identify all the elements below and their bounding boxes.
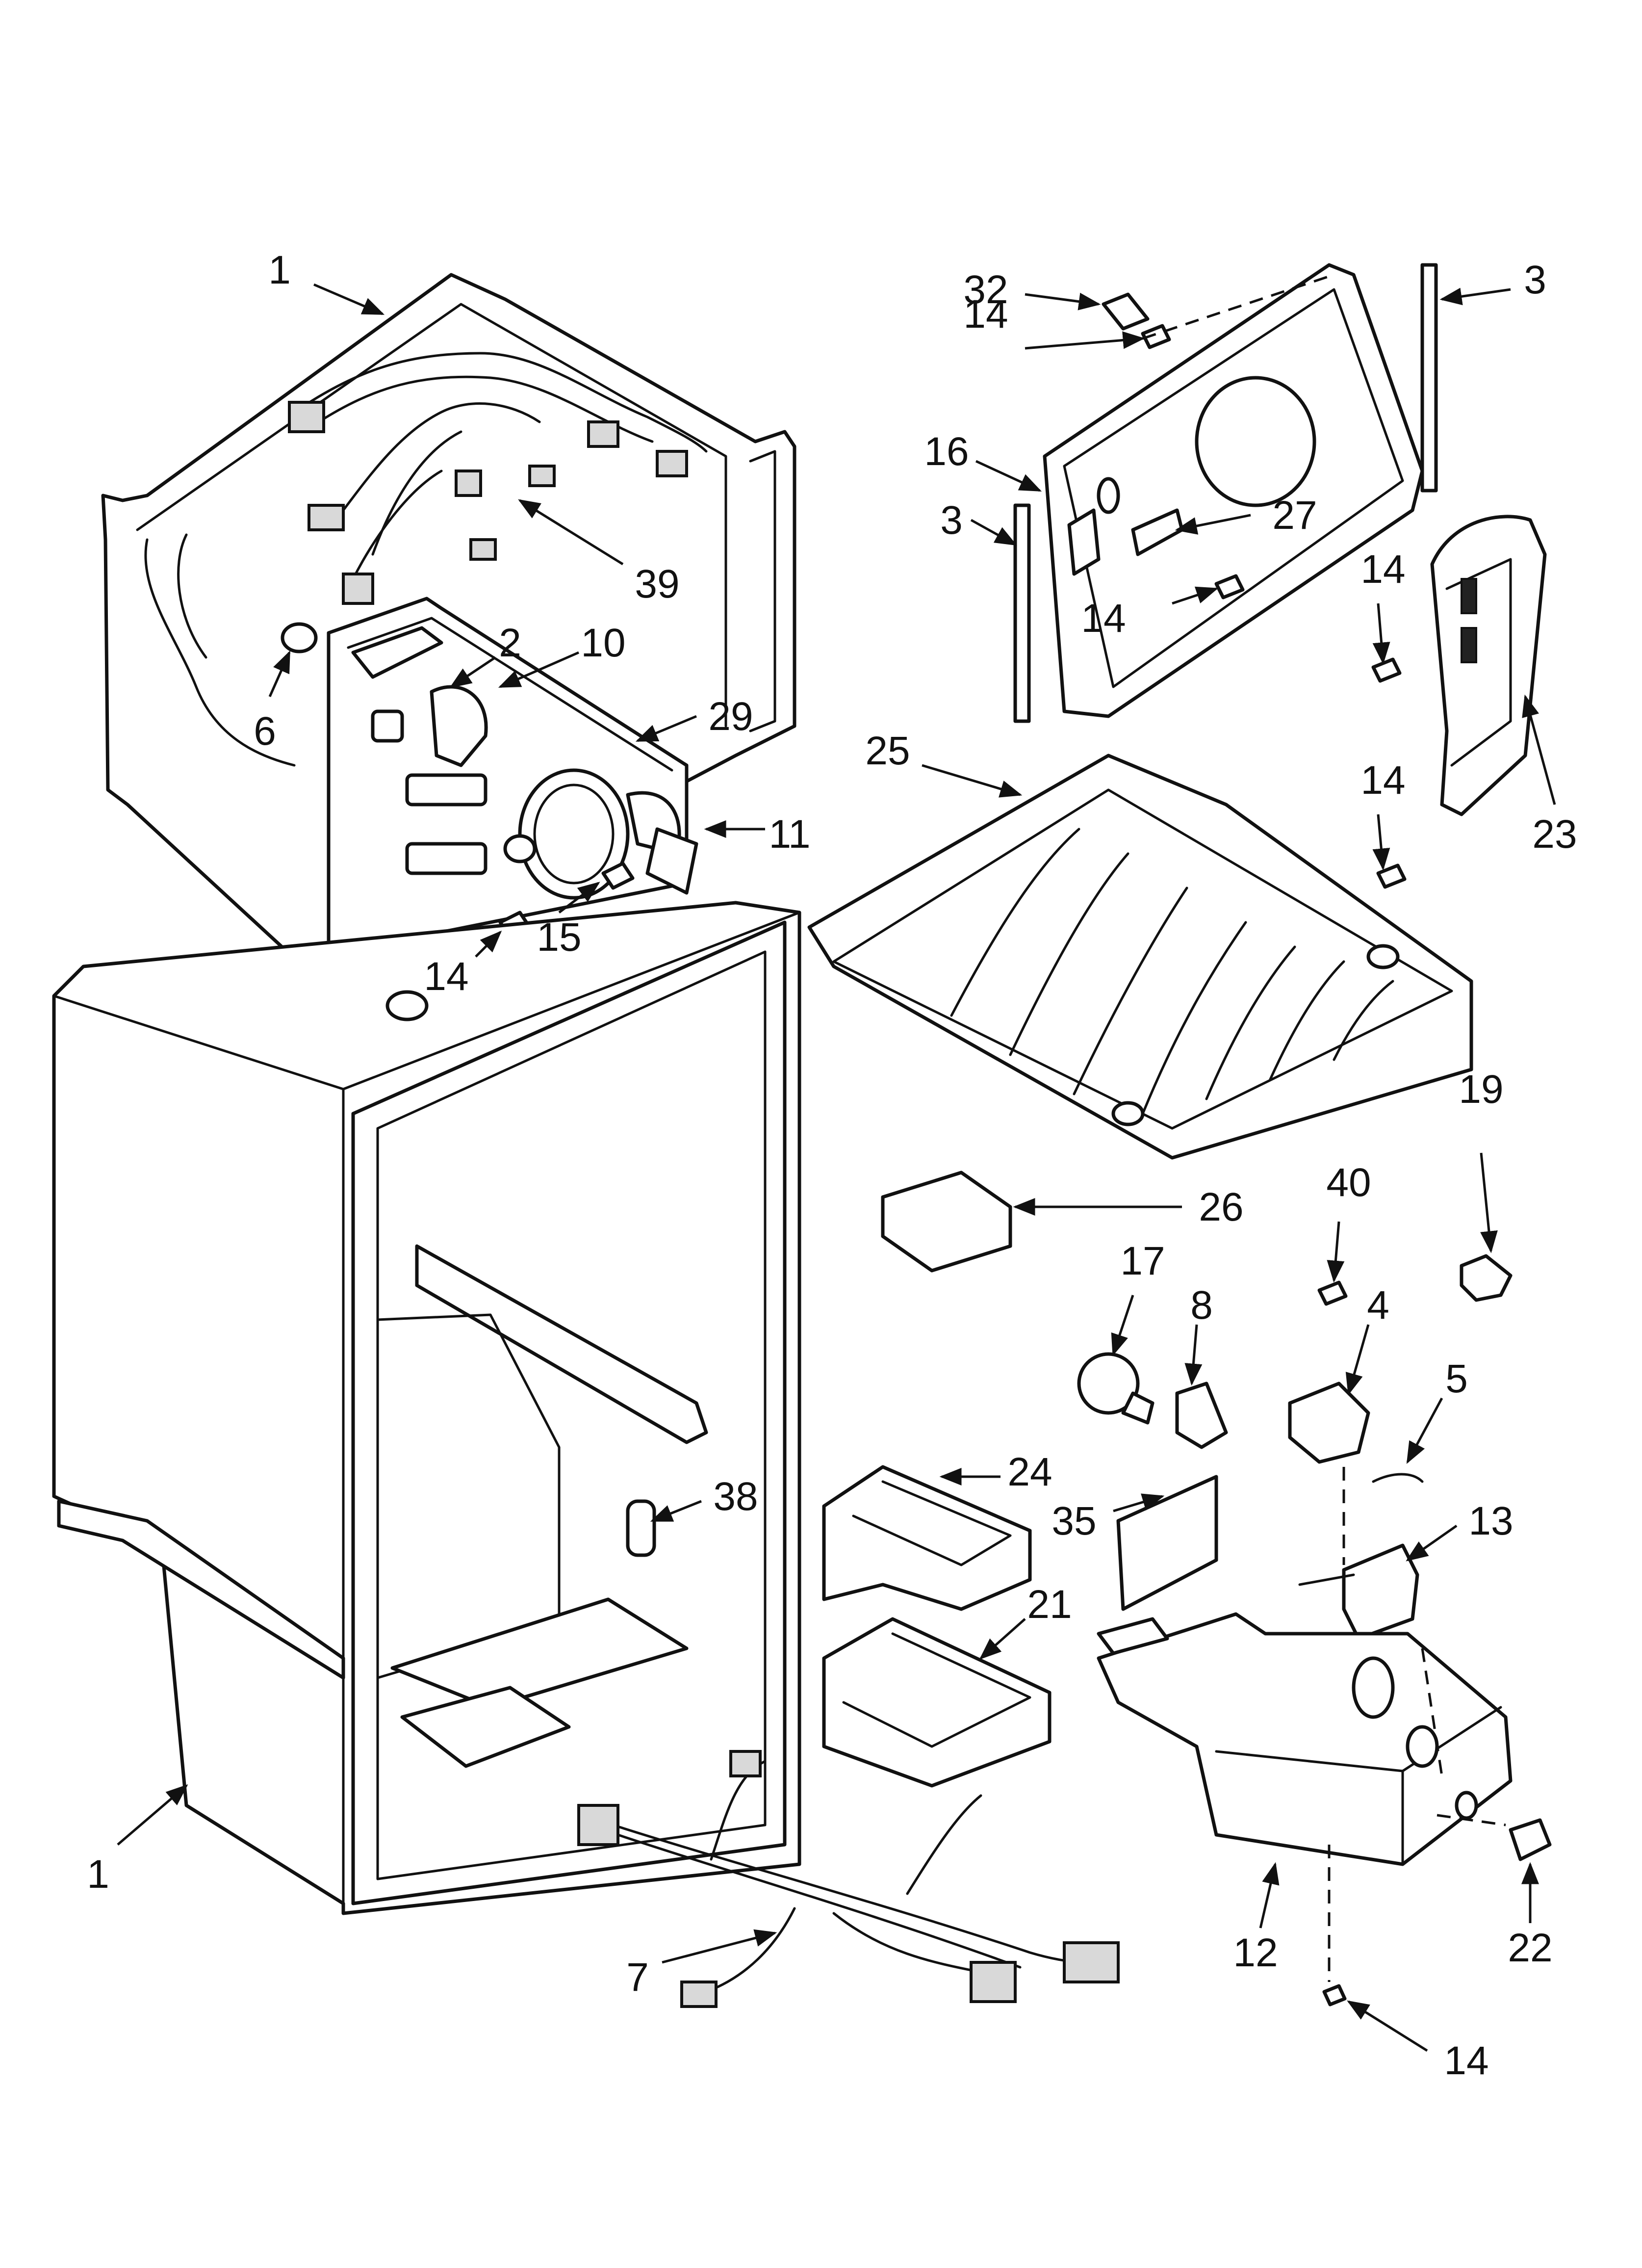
upper-wire-harness-part-39 xyxy=(288,352,708,605)
leader-lines xyxy=(117,283,1556,2052)
freezer-shelf-part-25 xyxy=(807,754,1473,1160)
callout-35: 35 xyxy=(1052,1499,1097,1543)
callout-11: 11 xyxy=(769,812,811,857)
callout-23: 23 xyxy=(1532,812,1577,857)
screw-part-14-bottom xyxy=(1322,1984,1347,2007)
callout-12: 12 xyxy=(1233,1930,1278,1975)
control-part-13 xyxy=(1342,1543,1419,1641)
callout-4: 4 xyxy=(1367,1283,1389,1328)
callout-21: 21 xyxy=(1027,1582,1072,1627)
screw-part-14-duct xyxy=(1371,657,1402,683)
callout-14-d: 14 xyxy=(1360,758,1406,803)
callout-16: 16 xyxy=(924,429,969,474)
gasket-strip-part-3-right xyxy=(1420,263,1438,493)
bracket-part-35 xyxy=(1116,1475,1218,1611)
callout-29: 29 xyxy=(708,694,753,739)
light-socket-part-8 xyxy=(1175,1382,1228,1449)
callout-14-b: 14 xyxy=(1081,596,1126,641)
callout-39: 39 xyxy=(635,562,680,606)
callout-10: 10 xyxy=(581,621,626,665)
callout-7: 7 xyxy=(626,1955,649,2000)
callout-14-a: 14 xyxy=(963,292,1008,337)
callout-3-right: 3 xyxy=(1524,258,1546,302)
callout-14-f: 14 xyxy=(1444,2038,1489,2083)
callout-38: 38 xyxy=(713,1474,758,1519)
callout-5: 5 xyxy=(1445,1356,1468,1401)
plug-part-6 xyxy=(281,622,318,653)
callout-1-bottom: 1 xyxy=(87,1852,109,1897)
callout-8: 8 xyxy=(1190,1283,1213,1328)
screw-part-14-top xyxy=(1141,324,1171,349)
air-duct-part-23 xyxy=(1430,515,1547,816)
lower-wire-harness-part-7 xyxy=(577,1750,1120,2008)
callout-22: 22 xyxy=(1508,1926,1553,1970)
callout-26: 26 xyxy=(1199,1185,1244,1229)
control-housing-part-12 xyxy=(1097,1612,1513,1866)
callout-6: 6 xyxy=(254,709,276,754)
callout-25: 25 xyxy=(865,729,910,773)
callout-13: 13 xyxy=(1468,1499,1514,1543)
screw-part-40 xyxy=(1317,1280,1348,1306)
bumper-part-32 xyxy=(1102,292,1150,331)
callout-32: 32 xyxy=(963,267,1008,312)
control-shaft xyxy=(1298,1573,1355,1586)
thermostat-knob-part-4 xyxy=(1288,1382,1370,1464)
callout-19: 19 xyxy=(1459,1067,1504,1112)
callout-14-c: 14 xyxy=(1360,547,1406,592)
knob-part-22 xyxy=(1509,1818,1552,1861)
tray-part-24 xyxy=(822,1465,1032,1611)
clip-part-19 xyxy=(1460,1254,1513,1302)
assembly-lines xyxy=(1142,273,1506,1982)
screw-part-14-cover xyxy=(1214,574,1245,600)
callout-40: 40 xyxy=(1326,1160,1371,1205)
gasket-part-5 xyxy=(1372,1473,1424,1483)
screw-part-14-shelf xyxy=(1376,863,1407,889)
callout-27: 27 xyxy=(1272,493,1317,538)
light-bulb-part-17 xyxy=(1077,1352,1155,1425)
callout-15: 15 xyxy=(537,915,582,960)
tray-part-21 xyxy=(822,1617,1052,1788)
lower-liner-part-1 xyxy=(52,901,801,1915)
callout-24: 24 xyxy=(1007,1450,1052,1494)
callout-2: 2 xyxy=(499,621,521,665)
callout-1-top: 1 xyxy=(268,248,291,292)
callout-14-e: 14 xyxy=(424,954,469,999)
callout-3-left: 3 xyxy=(940,498,963,543)
gasket-strip-part-3-left xyxy=(1013,503,1031,723)
block-part-26 xyxy=(881,1171,1012,1273)
callout-17: 17 xyxy=(1120,1239,1165,1283)
evaporator-cover-part-27 xyxy=(1043,263,1424,718)
